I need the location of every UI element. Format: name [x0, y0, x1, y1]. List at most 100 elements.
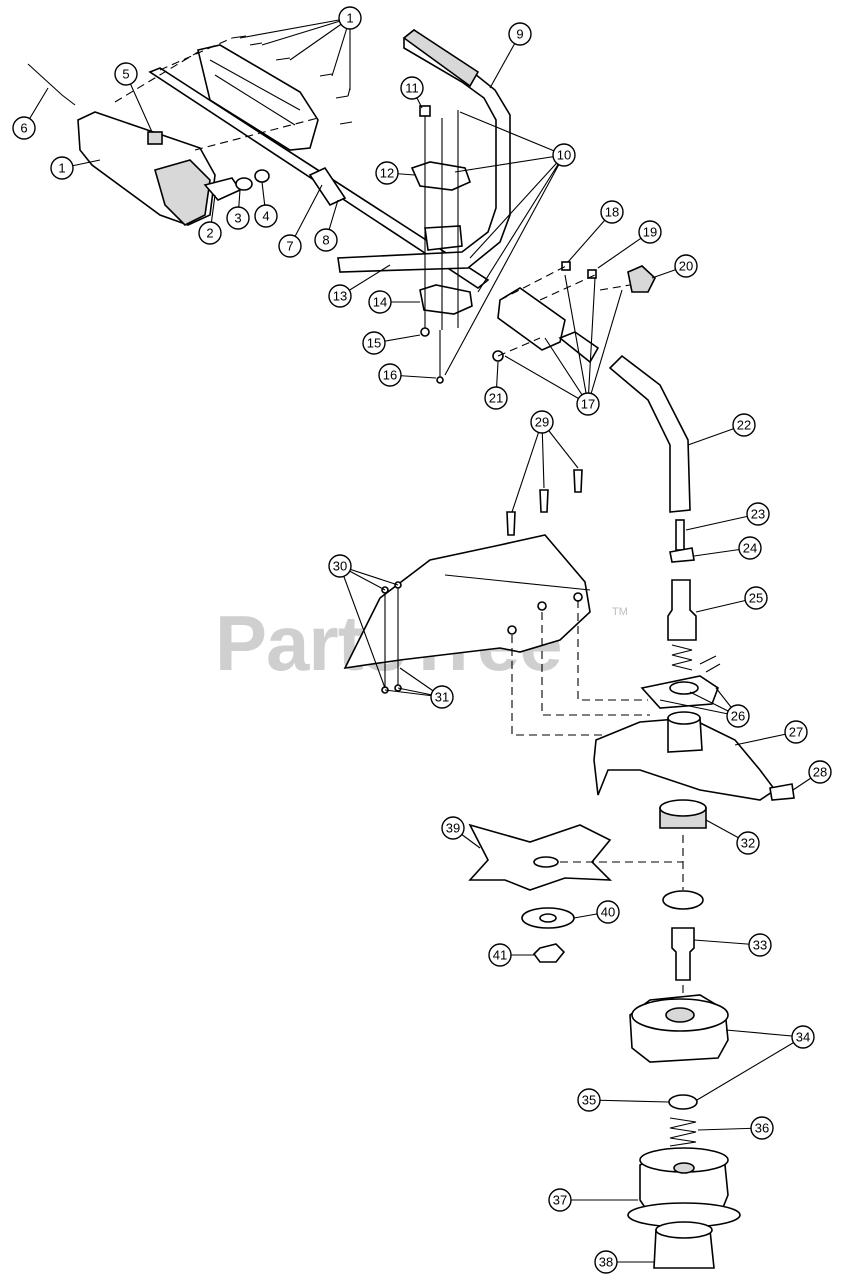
watermark-tm: TM	[612, 606, 628, 618]
engine-housing-group	[27, 35, 490, 289]
callout-1-left: 1	[50, 156, 74, 180]
svg-text:19: 19	[643, 225, 657, 240]
screw-29a	[506, 511, 516, 536]
callout-8: 8	[314, 228, 338, 252]
callout-33: 33	[748, 933, 772, 957]
callout-3: 3	[226, 206, 250, 230]
svg-text:29: 29	[535, 415, 549, 430]
callout-10: 10	[552, 143, 576, 167]
washer-40b	[662, 890, 704, 910]
upper-handle	[337, 28, 511, 273]
handle-grip	[402, 29, 480, 88]
svg-text:35: 35	[582, 1093, 596, 1108]
callout-40: 40	[596, 900, 620, 924]
callout-19: 19	[638, 220, 662, 244]
bolt-18	[561, 261, 571, 271]
callout-23: 23	[746, 502, 770, 526]
svg-text:31: 31	[435, 690, 449, 705]
callout-9: 9	[508, 22, 532, 46]
nut-41	[532, 943, 566, 963]
callout-6: 6	[12, 116, 36, 140]
svg-text:3: 3	[234, 211, 241, 226]
callout-26: 26	[726, 704, 750, 728]
callout-18: 18	[600, 200, 624, 224]
svg-text:26: 26	[731, 709, 745, 724]
svg-text:4: 4	[262, 209, 269, 224]
screw-29c	[573, 469, 583, 493]
callout-39: 39	[441, 816, 465, 840]
svg-text:8: 8	[322, 233, 329, 248]
svg-text:5: 5	[122, 67, 129, 82]
svg-text:37: 37	[553, 1193, 567, 1208]
callout-15: 15	[362, 331, 386, 355]
bolt-19	[587, 269, 597, 279]
callout-1-top: 1	[338, 6, 362, 30]
svg-text:15: 15	[367, 336, 381, 351]
callout-4: 4	[254, 204, 278, 228]
switch-part	[147, 131, 163, 145]
knob-part	[254, 169, 270, 183]
svg-text:30: 30	[333, 559, 347, 574]
screw-28	[769, 783, 795, 801]
svg-text:23: 23	[751, 507, 765, 522]
callout-38: 38	[594, 1250, 618, 1274]
callout-37: 37	[548, 1188, 572, 1212]
svg-text:40: 40	[601, 905, 615, 920]
callout-20: 20	[674, 254, 698, 278]
callout-16: 16	[378, 363, 402, 387]
callout-24: 24	[738, 536, 762, 560]
clamp-upper	[410, 161, 472, 191]
svg-text:10: 10	[557, 148, 571, 163]
svg-text:17: 17	[581, 397, 595, 412]
svg-text:38: 38	[599, 1255, 613, 1270]
callout-2: 2	[198, 221, 222, 245]
callout-31: 31	[430, 685, 454, 709]
svg-text:28: 28	[813, 765, 827, 780]
svg-text:34: 34	[796, 1030, 810, 1045]
svg-text:39: 39	[446, 821, 460, 836]
svg-text:41: 41	[493, 948, 507, 963]
cutting-head-group	[468, 799, 741, 1269]
svg-text:9: 9	[516, 27, 523, 42]
svg-text:14: 14	[373, 295, 387, 310]
svg-text:16: 16	[383, 368, 397, 383]
clip-24	[669, 547, 695, 563]
callout-11: 11	[400, 76, 424, 100]
callout-28: 28	[808, 760, 832, 784]
callout-35: 35	[577, 1088, 601, 1112]
callout-12: 12	[375, 161, 399, 185]
washer-35	[668, 1094, 698, 1110]
svg-text:18: 18	[605, 205, 619, 220]
svg-text:13: 13	[333, 289, 347, 304]
svg-text:22: 22	[737, 418, 751, 433]
shaft-connector	[497, 287, 566, 351]
svg-text:1: 1	[346, 11, 353, 26]
callout-17: 17	[576, 392, 600, 416]
callout-29: 29	[530, 410, 554, 434]
callout-30: 30	[328, 554, 352, 578]
callout-34: 34	[791, 1025, 815, 1049]
lower-shaft-group	[608, 354, 721, 709]
svg-text:7: 7	[286, 239, 293, 254]
housing-25	[667, 579, 697, 641]
callout-13: 13	[328, 284, 352, 308]
svg-text:25: 25	[749, 591, 763, 606]
knob-20	[627, 265, 656, 293]
wire	[27, 63, 76, 106]
callout-22: 22	[732, 413, 756, 437]
callouts: 1 1 2 3 4 5 6 7 8 9 10 11 12 13 14 15 16…	[12, 6, 832, 1274]
svg-text:20: 20	[679, 259, 693, 274]
callout-5: 5	[114, 62, 138, 86]
clamp-lower	[419, 284, 473, 315]
nut-15	[420, 327, 430, 337]
shaft-23	[675, 519, 685, 551]
spring-part	[235, 177, 253, 191]
svg-text:6: 6	[20, 121, 27, 136]
guard-shield-group	[343, 469, 650, 736]
gear-head-group	[593, 711, 795, 801]
svg-text:36: 36	[755, 1121, 769, 1136]
callout-14: 14	[368, 290, 392, 314]
guard-shield	[343, 534, 591, 670]
callout-32: 32	[736, 831, 760, 855]
